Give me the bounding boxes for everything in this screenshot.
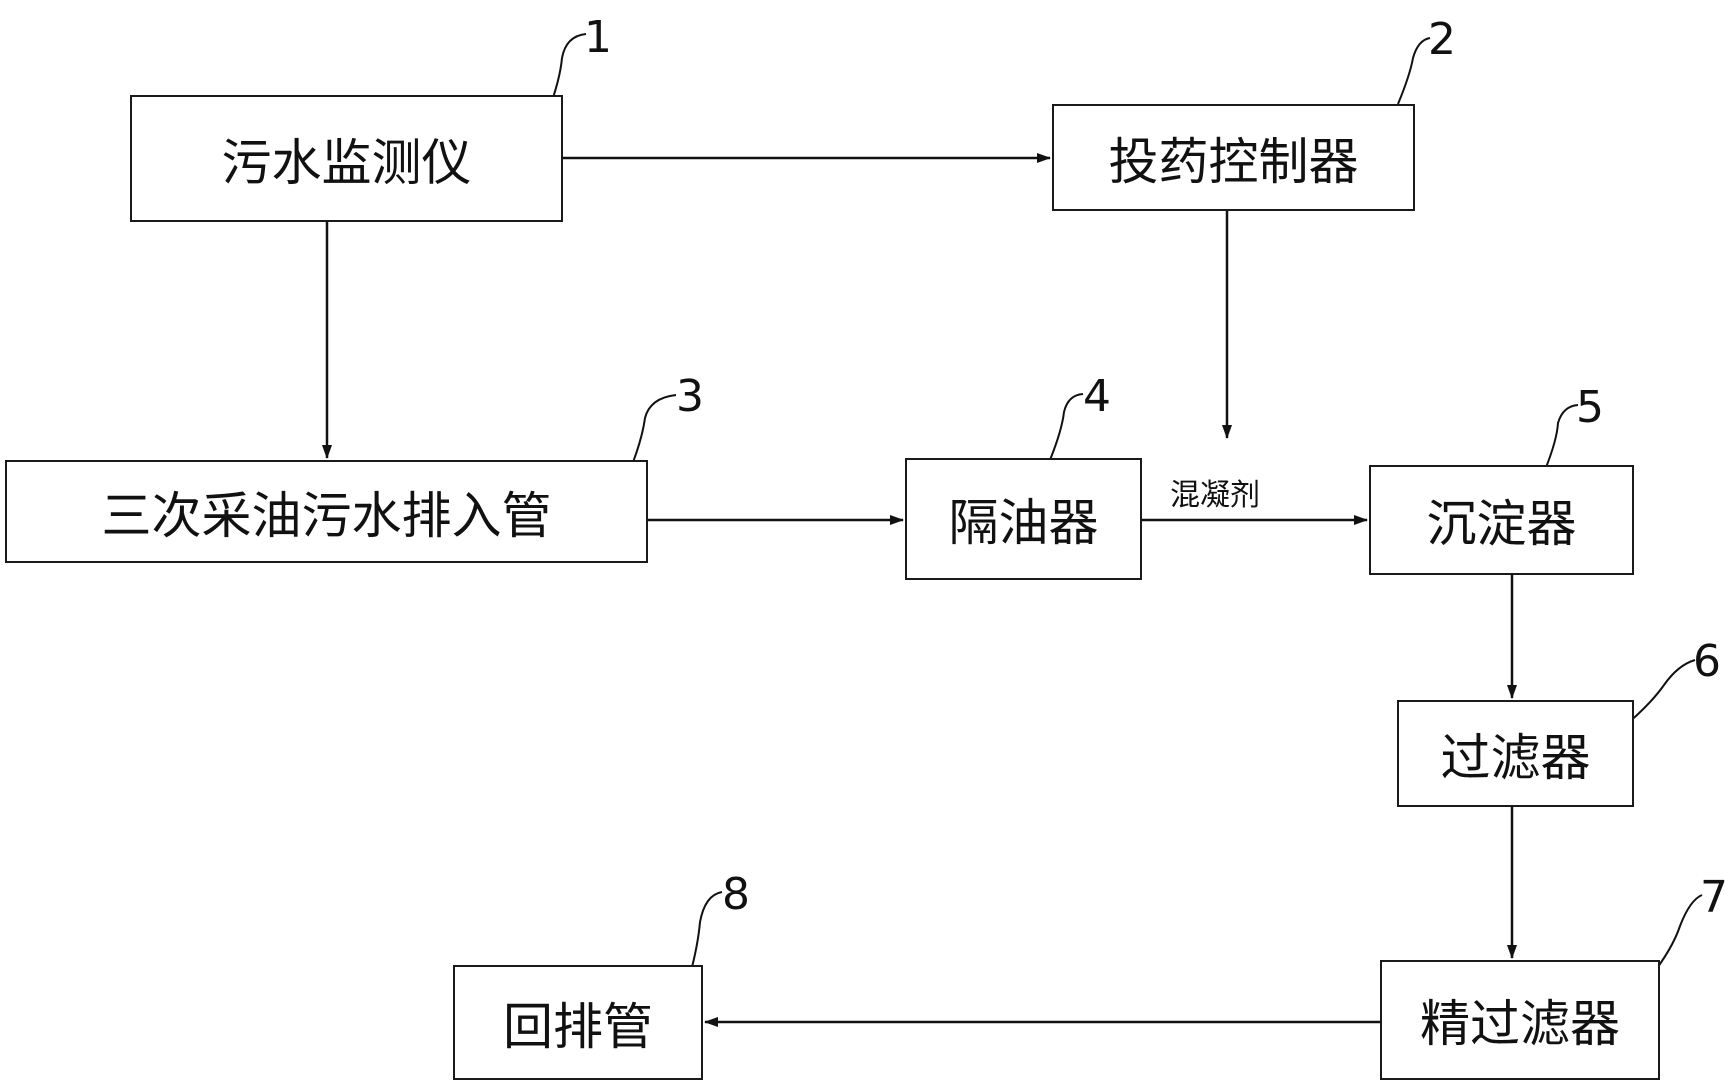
callout-leader-6 — [1619, 659, 1696, 731]
node-label-settler: 沉淀器 — [1426, 495, 1577, 553]
node-box-settler: 沉淀器 — [1369, 465, 1634, 575]
callout-number-1: 1 — [584, 12, 612, 63]
callout-leader-8 — [689, 891, 723, 976]
node-label-fine-filter: 精过滤器 — [1420, 995, 1620, 1053]
callout-number-3: 3 — [676, 371, 704, 422]
node-label-inlet-pipe: 三次采油污水排入管 — [101, 486, 552, 545]
callout-leader-2 — [1397, 37, 1431, 105]
callout-number-2: 2 — [1428, 14, 1456, 65]
callout-leader-5 — [1544, 404, 1579, 471]
node-box-monitor: 污水监测仪 — [130, 95, 563, 222]
callout-number-4: 4 — [1083, 371, 1111, 422]
node-label-filter: 过滤器 — [1440, 728, 1591, 787]
edge-label-coagulant: 混凝剂 — [1170, 478, 1260, 513]
node-label-dosing-controller: 投药控制器 — [1108, 132, 1359, 191]
node-label-oil-separator: 隔油器 — [948, 494, 1099, 552]
callout-number-6: 6 — [1693, 636, 1721, 687]
node-box-fine-filter: 精过滤器 — [1380, 960, 1660, 1080]
node-box-return-pipe: 回排管 — [453, 965, 703, 1080]
callout-leader-7 — [1647, 894, 1703, 981]
callout-number-5: 5 — [1576, 382, 1604, 433]
callout-number-8: 8 — [722, 869, 750, 920]
node-box-oil-separator: 隔油器 — [905, 458, 1142, 580]
node-box-filter: 过滤器 — [1397, 700, 1634, 807]
node-label-return-pipe: 回排管 — [503, 997, 653, 1056]
node-label-monitor: 污水监测仪 — [221, 133, 472, 192]
node-box-dosing-controller: 投药控制器 — [1052, 104, 1415, 211]
callout-leader-4 — [1049, 393, 1084, 461]
node-box-inlet-pipe: 三次采油污水排入管 — [5, 460, 648, 563]
callout-leader-3 — [629, 394, 677, 471]
callout-number-7: 7 — [1700, 872, 1728, 923]
callout-leader-1 — [547, 33, 587, 113]
